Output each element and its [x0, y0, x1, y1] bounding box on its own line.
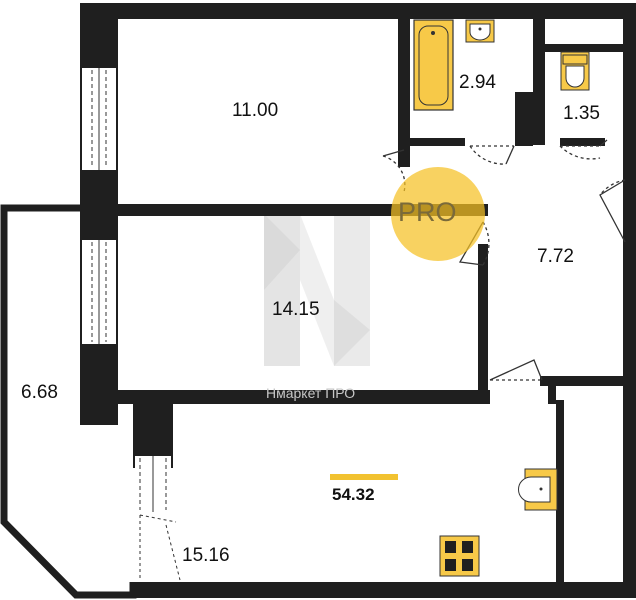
watermark-caption: Нмаркет ПРО — [266, 385, 356, 401]
room-area-kitchen: 15.16 — [182, 545, 230, 566]
window-living — [82, 240, 116, 344]
total-area: 54.32 — [332, 485, 375, 504]
window-bedroom — [82, 68, 116, 170]
room-area-bathroom: 2.94 — [459, 72, 496, 93]
bathtub-icon — [413, 19, 454, 111]
window-kitchen — [135, 456, 181, 582]
doors — [382, 139, 626, 381]
room-area-toilet: 1.35 — [563, 103, 600, 124]
pro-badge-circle — [391, 167, 485, 261]
room-area-hallway: 7.72 — [537, 246, 574, 267]
total-area-accent-bar — [330, 474, 398, 480]
room-area-bedroom: 11.00 — [232, 100, 279, 121]
pro-badge-text: PRO — [398, 197, 457, 227]
kitchen-sink-icon — [518, 468, 558, 511]
toilet-icon — [560, 51, 590, 91]
room-area-living-room: 14.15 — [272, 299, 320, 320]
stove-icon — [439, 535, 480, 577]
watermark-logo — [264, 214, 370, 366]
sink-icon — [465, 19, 495, 43]
room-area-loggia: 6.68 — [21, 382, 58, 403]
loggia-outline — [0, 204, 137, 599]
